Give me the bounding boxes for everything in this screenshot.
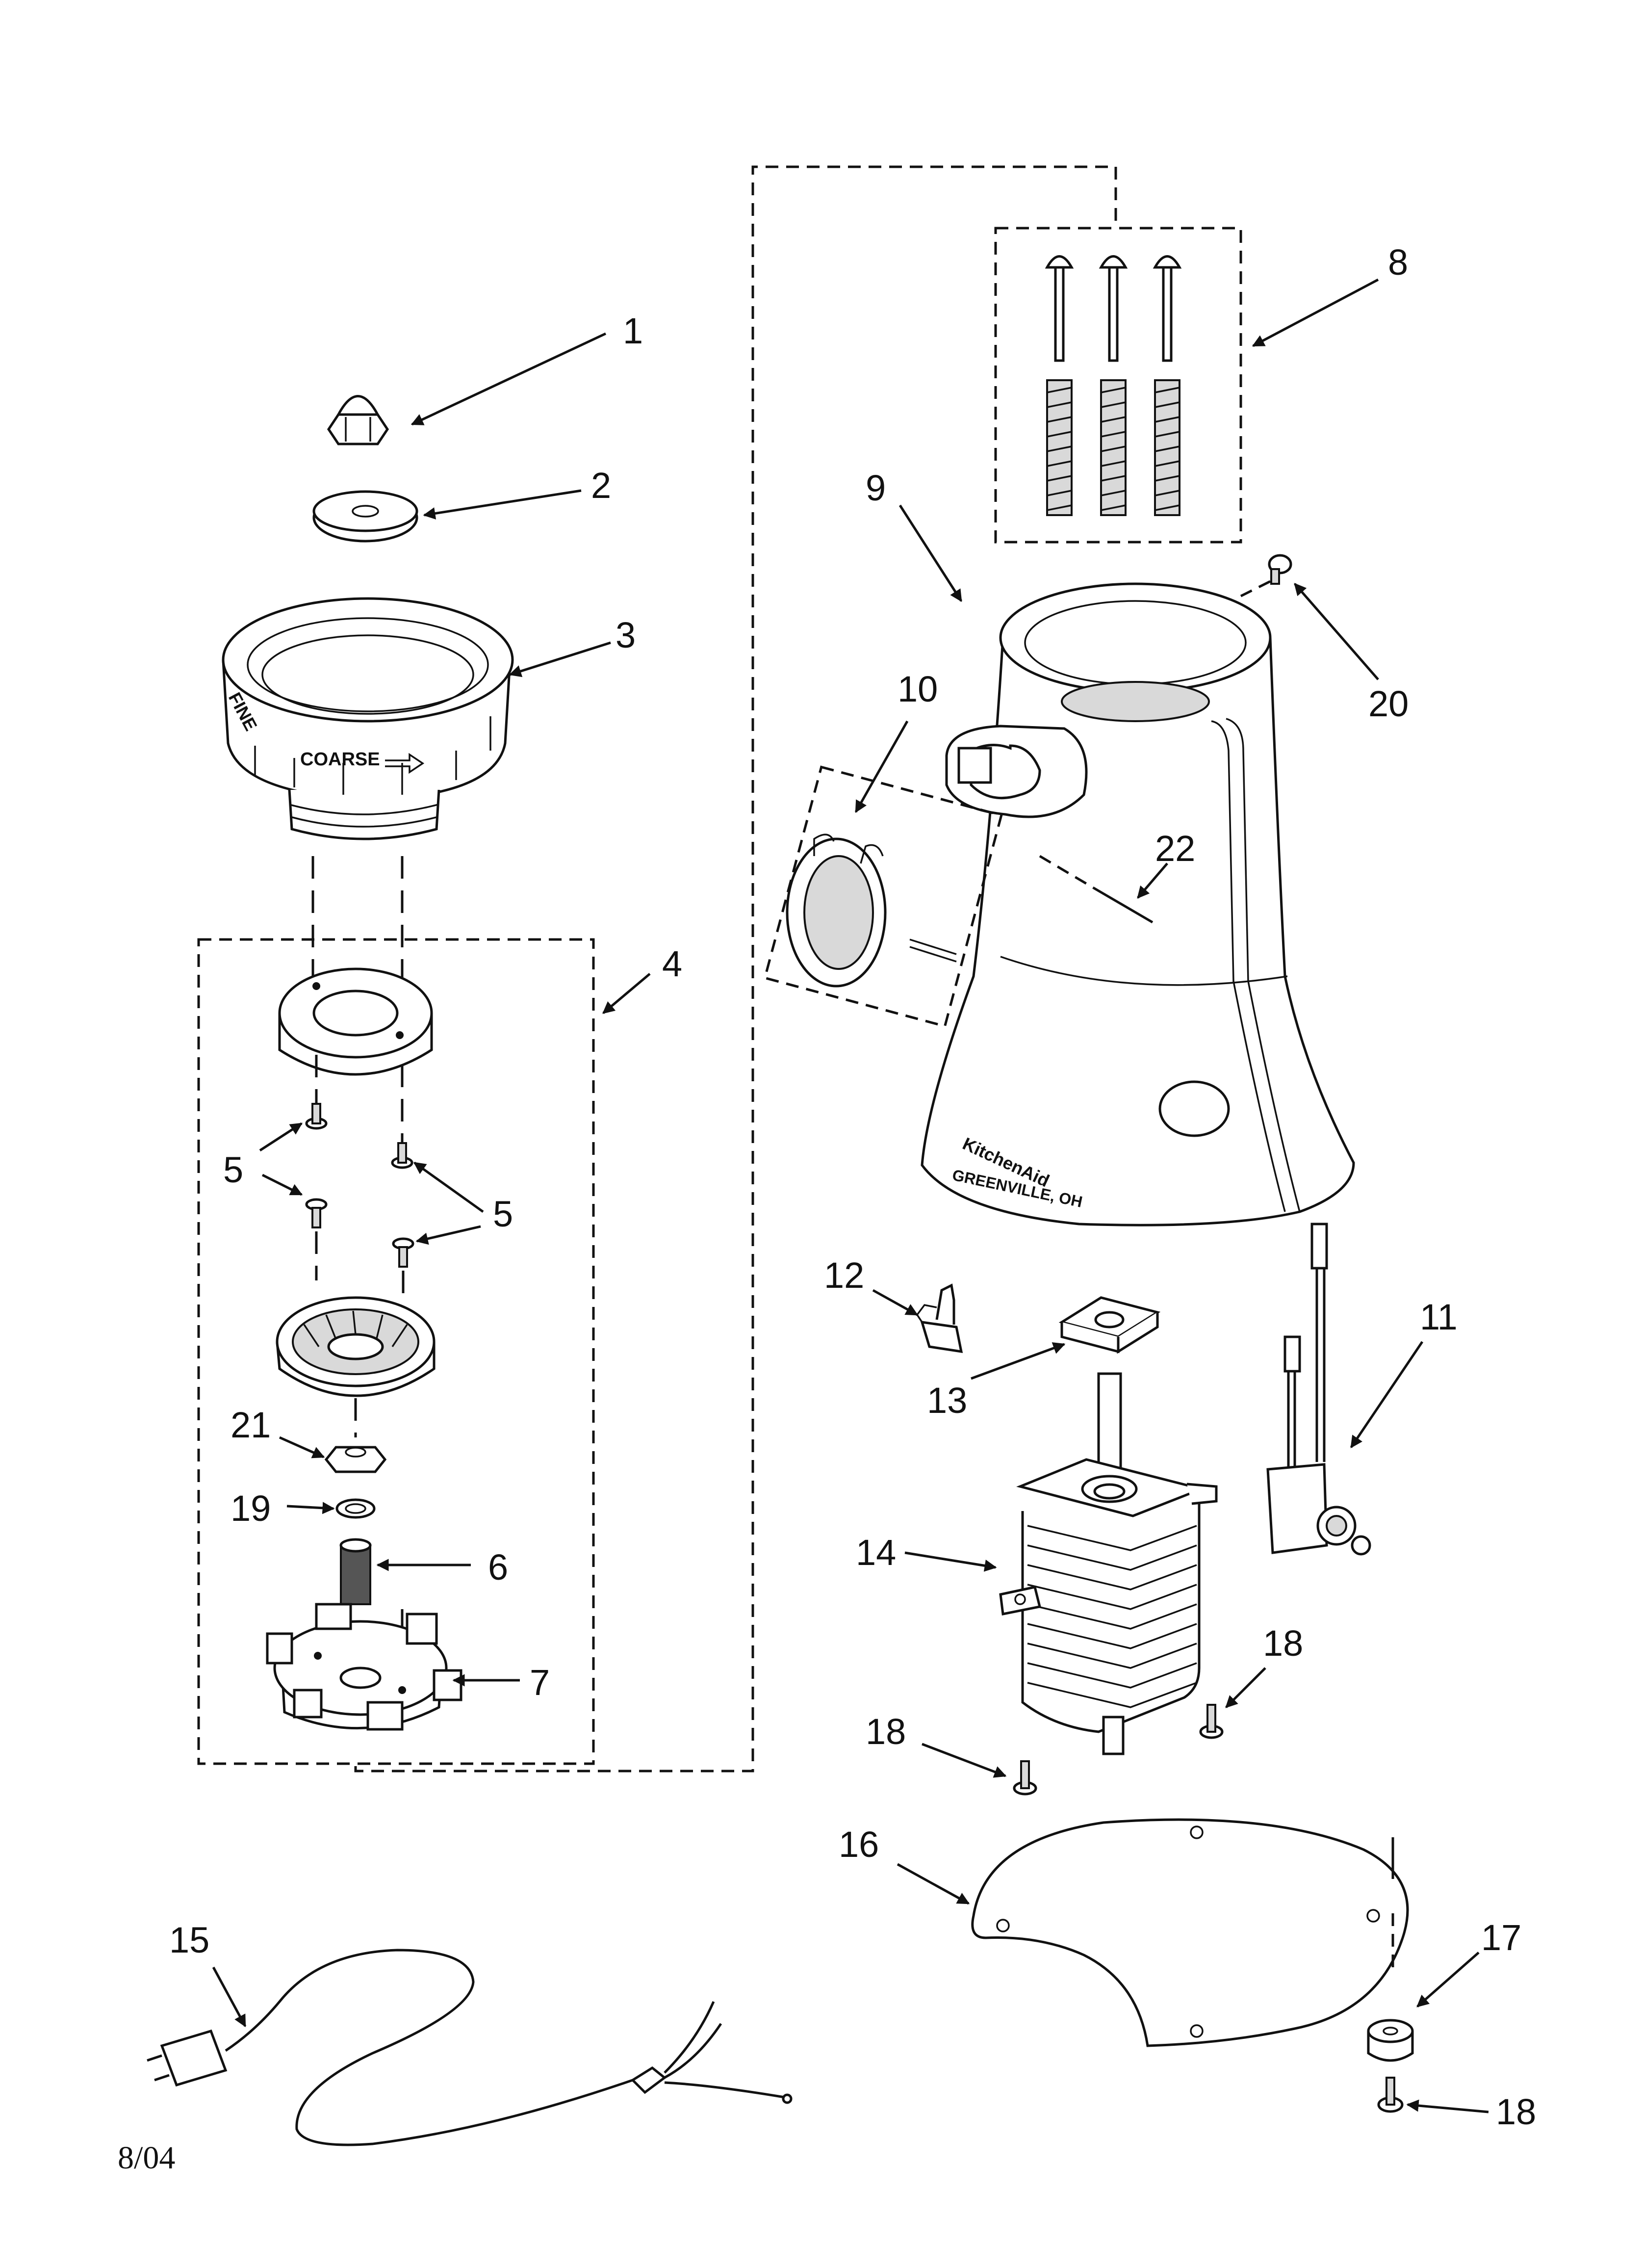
callout-13: 13 bbox=[927, 1380, 967, 1421]
cap-nut bbox=[327, 395, 389, 445]
nut-21 bbox=[324, 1446, 387, 1473]
callout-2: 2 bbox=[591, 465, 611, 506]
screw-20 bbox=[1268, 554, 1292, 585]
housing-9: KitchenAid GREENVILLE, OH bbox=[921, 582, 1355, 1226]
cord-bracket-11 bbox=[1266, 1223, 1371, 1556]
upper-burr-ring bbox=[278, 967, 433, 1076]
callout-18-c: 18 bbox=[1496, 2091, 1536, 2132]
washer bbox=[312, 490, 418, 543]
screw-18-foot bbox=[1377, 2077, 1404, 2113]
callout-11: 11 bbox=[1420, 1297, 1458, 1337]
callout-6: 6 bbox=[488, 1547, 508, 1588]
callout-4: 4 bbox=[662, 943, 682, 984]
callout-1: 1 bbox=[623, 311, 643, 351]
pad-13 bbox=[1058, 1296, 1161, 1354]
callout-15: 15 bbox=[169, 1920, 209, 1960]
callout-5b: 5 bbox=[493, 1194, 513, 1234]
pin-22 bbox=[1093, 886, 1154, 924]
callout-16: 16 bbox=[839, 1824, 879, 1865]
leader-arrows bbox=[212, 278, 1489, 2113]
threaded-insert-6 bbox=[339, 1538, 372, 1605]
callout-5a: 5 bbox=[223, 1149, 243, 1190]
spring-washer-19 bbox=[335, 1498, 376, 1519]
callout-21: 21 bbox=[231, 1405, 271, 1445]
assembly-box-4 bbox=[197, 938, 595, 1765]
assembly-box-10 bbox=[763, 765, 1003, 1028]
callout-22: 22 bbox=[1155, 828, 1195, 869]
callout-14: 14 bbox=[856, 1532, 896, 1573]
callout-18-a: 18 bbox=[1263, 1623, 1303, 1664]
callout-8: 8 bbox=[1388, 242, 1408, 283]
callout-19: 19 bbox=[231, 1488, 271, 1529]
collar-coarse-text: COARSE bbox=[300, 749, 380, 770]
callout-17: 17 bbox=[1481, 1917, 1521, 1958]
callout-labels: 1 2 3 4 5 5 6 7 8 9 10 11 12 13 14 15 16… bbox=[169, 242, 1536, 2132]
power-cord-15 bbox=[147, 1949, 793, 2146]
callout-9: 9 bbox=[866, 468, 886, 508]
callout-10: 10 bbox=[898, 669, 938, 709]
callout-12: 12 bbox=[824, 1255, 864, 1296]
screws-5 bbox=[305, 1103, 414, 1268]
lower-burr bbox=[276, 1296, 436, 1397]
bracket-12 bbox=[916, 1283, 963, 1354]
screws-18-motor bbox=[1013, 1704, 1224, 1796]
badge-10 bbox=[786, 834, 957, 988]
callout-20: 20 bbox=[1368, 683, 1409, 724]
date-code: 8/04 bbox=[118, 2140, 175, 2176]
callout-3: 3 bbox=[616, 615, 636, 655]
assembly-box-8 bbox=[994, 227, 1242, 544]
base-plate-16 bbox=[971, 1818, 1409, 2047]
callout-7: 7 bbox=[530, 1662, 550, 1703]
foot-17 bbox=[1367, 2019, 1414, 2062]
adjustment-collar: COARSE FINE bbox=[222, 597, 514, 840]
burr-carrier-7 bbox=[266, 1603, 462, 1731]
callout-18-b: 18 bbox=[866, 1711, 906, 1752]
bolts-and-springs-8 bbox=[1045, 255, 1182, 516]
motor-14 bbox=[999, 1372, 1218, 1755]
